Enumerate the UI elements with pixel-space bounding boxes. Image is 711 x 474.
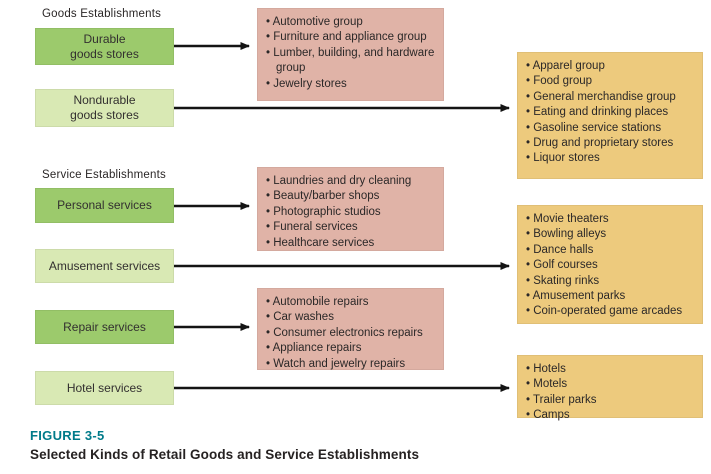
bullet-item: Drug and proprietary stores	[526, 136, 696, 151]
list-box-personal-services: Laundries and dry cleaningBeauty/barber …	[257, 167, 444, 251]
bullet-item: Amusement parks	[526, 289, 696, 304]
category-box-personal-services: Personal services	[35, 188, 174, 223]
list-box-durable-goods: Automotive groupFurniture and appliance …	[257, 8, 444, 101]
bullet-item: Coin-operated game arcades	[526, 304, 696, 319]
category-box-durable-goods-stores: Durable goods stores	[35, 28, 174, 65]
service-establishments-header: Service Establishments	[42, 169, 166, 181]
bullet-item: Motels	[526, 377, 696, 392]
bullet-item: Food group	[526, 74, 696, 89]
bullet-item: Jewelry stores	[266, 77, 437, 92]
amusement-services-list: Movie theatersBowling alleysDance hallsG…	[526, 212, 696, 320]
bullet-item: Photographic studios	[266, 205, 437, 220]
bullet-item: Hotels	[526, 362, 696, 377]
bullet-item: Liquor stores	[526, 151, 696, 166]
bullet-item: Movie theaters	[526, 212, 696, 227]
bullet-item: Car washes	[266, 310, 437, 325]
list-box-hotel-services: HotelsMotelsTrailer parksCamps	[517, 355, 703, 421]
bullet-item: Apparel group	[526, 59, 696, 74]
hotel-services-list: HotelsMotelsTrailer parksCamps	[526, 362, 696, 424]
bullet-item: Gasoline service stations	[526, 121, 696, 136]
nondurable-goods-list: Apparel groupFood groupGeneral merchandi…	[526, 59, 696, 167]
figure-title: Selected Kinds of Retail Goods and Servi…	[30, 447, 420, 462]
bullet-item: Bowling alleys	[526, 227, 696, 242]
bullet-item: Eating and drinking places	[526, 105, 696, 120]
bullet-item: Camps	[526, 408, 696, 423]
bullet-item: General merchandise group	[526, 90, 696, 105]
bullet-item: Beauty/barber shops	[266, 189, 437, 204]
category-box-hotel-services: Hotel services	[35, 371, 174, 405]
bullet-item: Laundries and dry cleaning	[266, 174, 437, 189]
bullet-item: Lumber, building, and hardware group	[266, 46, 437, 77]
figure-number-label: FIGURE 3-5	[30, 428, 105, 443]
category-box-nondurable-goods-stores: Nondurable goods stores	[35, 89, 174, 127]
list-box-repair-services: Automobile repairsCar washesConsumer ele…	[257, 288, 444, 370]
repair-services-list: Automobile repairsCar washesConsumer ele…	[266, 295, 437, 372]
goods-establishments-header: Goods Establishments	[42, 8, 162, 20]
bullet-item: Consumer electronics repairs	[266, 326, 437, 341]
list-box-amusement-services: Movie theatersBowling alleysDance hallsG…	[517, 205, 703, 324]
category-box-repair-services: Repair services	[35, 310, 174, 344]
bullet-item: Healthcare services	[266, 236, 437, 251]
list-box-nondurable-goods: Apparel groupFood groupGeneral merchandi…	[517, 52, 703, 179]
bullet-item: Golf courses	[526, 258, 696, 273]
bullet-item: Furniture and appliance group	[266, 30, 437, 45]
bullet-item: Watch and jewelry repairs	[266, 357, 437, 372]
bullet-item: Skating rinks	[526, 274, 696, 289]
bullet-item: Dance halls	[526, 243, 696, 258]
personal-services-list: Laundries and dry cleaningBeauty/barber …	[266, 174, 437, 251]
category-box-amusement-services: Amusement services	[35, 249, 174, 283]
bullet-item: Automotive group	[266, 15, 437, 30]
durable-goods-list: Automotive groupFurniture and appliance …	[266, 15, 437, 92]
bullet-item: Trailer parks	[526, 393, 696, 408]
bullet-item: Funeral services	[266, 220, 437, 235]
bullet-item: Automobile repairs	[266, 295, 437, 310]
bullet-item: Appliance repairs	[266, 341, 437, 356]
